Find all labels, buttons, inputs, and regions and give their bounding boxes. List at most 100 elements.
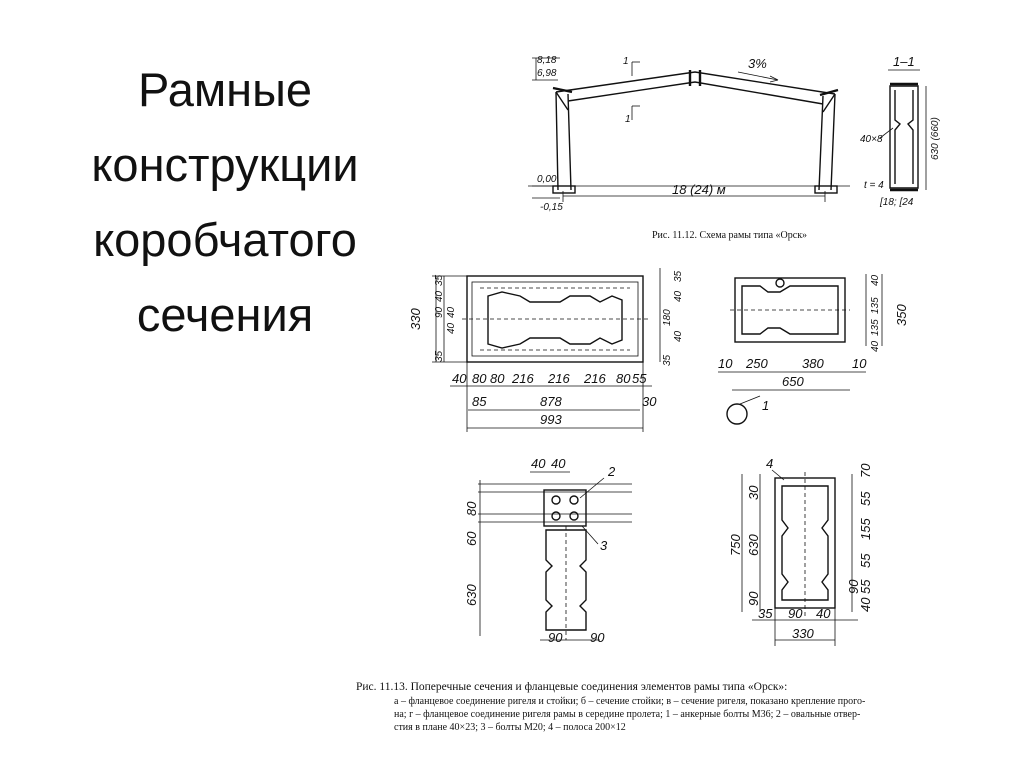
section-1-1-channels: [18; [24 xyxy=(879,197,914,208)
elevation-bottom: -0,15 xyxy=(540,202,563,213)
svg-text:630: 630 xyxy=(746,534,761,556)
svg-text:90: 90 xyxy=(548,630,563,645)
fig-11-12-caption: Рис. 11.12. Схема рамы типа «Орск» xyxy=(652,230,807,241)
svg-text:40: 40 xyxy=(434,290,445,302)
detail-c-630: 630 xyxy=(464,584,479,606)
svg-text:85: 85 xyxy=(472,394,487,409)
fig-11-13-caption-line-1: а – фланцевое соединение ригеля и стойки… xyxy=(394,696,865,707)
svg-text:10: 10 xyxy=(718,356,733,371)
title-line-3: коробчатого xyxy=(93,213,357,266)
detail-a-878: 878 xyxy=(540,394,562,409)
svg-text:90: 90 xyxy=(434,306,445,318)
svg-text:30: 30 xyxy=(642,394,657,409)
detail-b-web xyxy=(741,285,839,335)
svg-text:80: 80 xyxy=(472,371,487,386)
detail-d-330: 330 xyxy=(792,626,814,641)
detail-a-993: 993 xyxy=(540,412,562,427)
detail-b-callout-1: 1 xyxy=(762,398,769,413)
svg-text:80: 80 xyxy=(490,371,505,386)
svg-text:55: 55 xyxy=(858,553,873,568)
section-1-1: 1–1 630 (660) 40×8 t = 4 [18; [24 xyxy=(860,54,941,208)
svg-text:90: 90 xyxy=(590,630,605,645)
svg-text:135: 135 xyxy=(870,319,881,336)
section-mark-bottom: 1 xyxy=(625,114,631,125)
elevation-top-1: 8,18 xyxy=(537,55,557,66)
title-line-1: Рамные xyxy=(137,63,313,116)
svg-text:35: 35 xyxy=(673,270,684,282)
detail-d-callout-4: 4 xyxy=(766,456,773,471)
rafter-top-chord xyxy=(555,71,836,95)
detail-c-callout-2: 2 xyxy=(607,464,616,479)
detail-a-flange: 330 35 40 90 40 40 35 35 40 180 40 35 40… xyxy=(408,268,684,432)
section-1-1-outline xyxy=(889,85,919,189)
section-1-1-thickness: t = 4 xyxy=(864,180,884,191)
svg-text:40: 40 xyxy=(551,456,566,471)
anchor-bolt-circle xyxy=(726,403,748,425)
svg-text:40: 40 xyxy=(673,330,684,342)
section-1-1-title: 1–1 xyxy=(893,54,915,69)
svg-text:40: 40 xyxy=(858,597,873,612)
svg-text:30: 30 xyxy=(746,485,761,500)
detail-a-outline xyxy=(466,275,644,363)
detail-a-total-height: 330 xyxy=(408,308,423,330)
section-1-1-bend: 40×8 xyxy=(860,134,883,145)
svg-text:380: 380 xyxy=(802,356,824,371)
title-line-4: сечения xyxy=(136,288,314,341)
svg-text:40: 40 xyxy=(446,306,457,318)
svg-text:40: 40 xyxy=(673,290,684,302)
svg-text:10: 10 xyxy=(852,356,867,371)
svg-text:90: 90 xyxy=(788,606,803,621)
svg-text:180: 180 xyxy=(662,309,673,326)
right-column-base xyxy=(814,185,838,194)
detail-c-column xyxy=(545,529,587,631)
svg-text:250: 250 xyxy=(745,356,768,371)
svg-text:60: 60 xyxy=(464,531,479,546)
svg-text:35: 35 xyxy=(758,606,773,621)
svg-text:90: 90 xyxy=(846,579,861,594)
detail-d-ridge: 4 30 630 750 90 70 55 155 55 55 40 90 35… xyxy=(728,456,873,646)
left-column xyxy=(555,91,572,191)
frame-scheme: 8,18 6,98 0,00 -0,15 1 1 xyxy=(528,55,850,213)
svg-text:80: 80 xyxy=(464,501,479,516)
svg-text:55: 55 xyxy=(858,579,873,594)
svg-text:40: 40 xyxy=(446,322,457,334)
slope-label: 3% xyxy=(748,56,767,71)
svg-text:216: 216 xyxy=(511,371,534,386)
section-1-1-height: 630 (660) xyxy=(930,117,941,160)
fig-11-13-caption-title: Рис. 11.13. Поперечные сечения и фланцев… xyxy=(356,681,787,693)
svg-text:40: 40 xyxy=(870,340,881,352)
elevation-zero: 0,00 xyxy=(537,174,557,185)
svg-text:90: 90 xyxy=(746,591,761,606)
detail-b-650: 650 xyxy=(782,374,804,389)
detail-b-column: 40 135 135 40 350 10 250 380 10 650 1 xyxy=(718,274,909,425)
svg-text:55: 55 xyxy=(632,371,647,386)
ridge-joint xyxy=(688,70,702,86)
svg-text:216: 216 xyxy=(547,371,570,386)
svg-text:80: 80 xyxy=(616,371,631,386)
svg-text:40: 40 xyxy=(452,371,467,386)
detail-c-callout-3: 3 xyxy=(600,538,608,553)
fig-11-13-caption-line-3: стия в плане 40×23; 3 – болты М20; 4 – п… xyxy=(394,722,626,733)
rafter-bottom-chord xyxy=(567,81,824,105)
slide-title: Рамные конструкции коробчатого сечения xyxy=(40,52,410,352)
detail-d-750: 750 xyxy=(728,534,743,556)
svg-text:40: 40 xyxy=(816,606,831,621)
svg-text:40: 40 xyxy=(870,274,881,286)
svg-text:216: 216 xyxy=(583,371,606,386)
fig-11-13-caption-line-2: на; г – фланцевое соединение ригеля рамы… xyxy=(394,709,860,720)
svg-text:70: 70 xyxy=(858,463,873,478)
right-column xyxy=(818,93,836,191)
detail-a-web xyxy=(487,291,623,349)
svg-text:40: 40 xyxy=(531,456,546,471)
svg-text:35: 35 xyxy=(434,350,445,362)
svg-text:155: 155 xyxy=(858,518,873,540)
detail-b-total-height: 350 xyxy=(894,304,909,326)
span-label: 18 (24) м xyxy=(672,182,726,197)
detail-d-web xyxy=(781,485,829,601)
svg-text:135: 135 xyxy=(870,297,881,314)
detail-c-joint: 40 40 2 3 60 80 630 90 90 xyxy=(464,456,632,645)
svg-text:55: 55 xyxy=(858,491,873,506)
section-mark-top: 1 xyxy=(623,56,629,67)
